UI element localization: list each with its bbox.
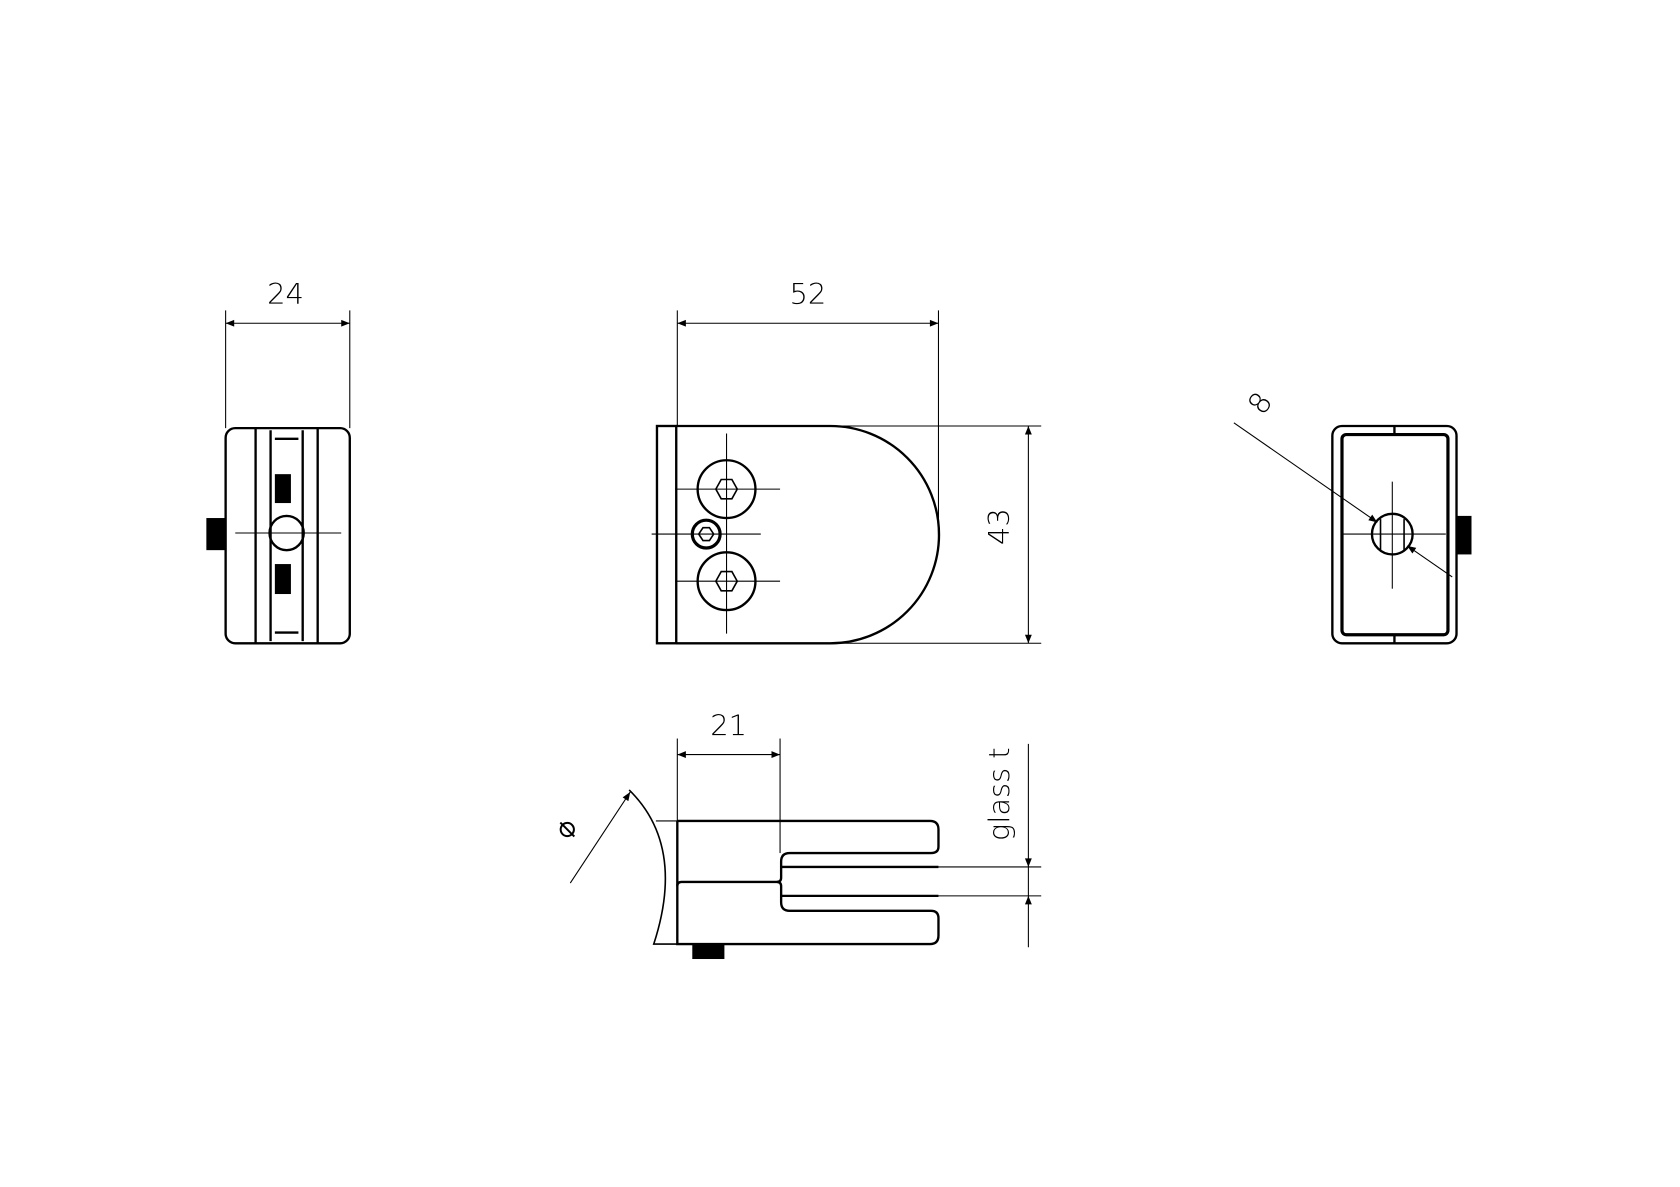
thread-icon [274,474,291,504]
set-screw [206,518,225,551]
dimension-length-label: 52 [790,277,827,311]
thread-icon [274,564,291,595]
set-screw [692,944,725,960]
dimension-hole-label: 8 [1241,386,1279,421]
dimension-height-label: 43 [982,508,1016,545]
dimension-glass-label: glass t [982,747,1016,841]
dimension-depth-label: 21 [710,708,747,742]
section-view: ⌀ 21 glass t [548,708,1042,960]
end-view: 8 [1233,386,1472,645]
set-screw [1456,515,1472,555]
front-view: 43 52 [651,277,1042,645]
dimension-diameter-label: ⌀ [548,821,582,838]
side-view: 24 [206,277,351,645]
dimension-width-label: 24 [267,277,304,311]
